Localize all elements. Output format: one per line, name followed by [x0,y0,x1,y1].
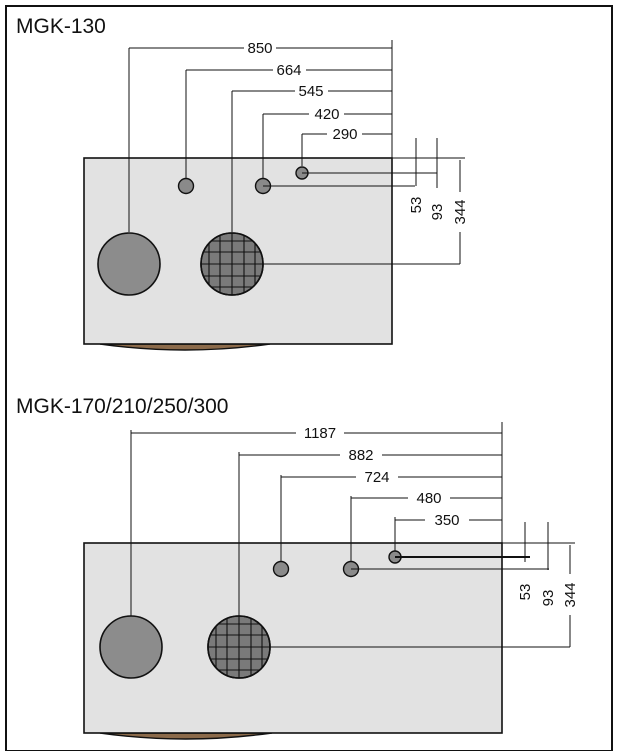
dim-850: 850 [247,40,272,57]
small-port [272,560,290,578]
diagram-mgk-170-300: MGK-170/210/250/300 1187 882 724 480 [16,395,579,740]
vertical-dimensions: 53 93 344 [270,522,579,648]
dim-480: 480 [416,490,441,507]
dim-344: 344 [452,199,469,224]
large-port [97,232,161,296]
dim-93: 93 [429,204,446,221]
dim-93: 93 [540,590,557,607]
horizontal-dimensions: 1187 882 724 480 350 [130,425,502,616]
grille-port [207,615,271,679]
dim-1187: 1187 [304,425,336,442]
small-port [177,177,195,195]
unit-base [99,732,273,740]
dim-53: 53 [408,197,425,214]
sheet-border [5,5,613,751]
diagram-mgk-130: MGK-130 850 664 545 420 [16,15,469,351]
grille-port [200,232,264,296]
diagram-title: MGK-130 [16,15,106,38]
diagram-title: MGK-170/210/250/300 [16,395,228,418]
dim-545: 545 [298,83,323,100]
large-port [99,615,163,679]
unit-base [99,343,271,351]
dim-350: 350 [434,512,459,529]
dim-53: 53 [517,584,534,601]
vertical-dimensions: 53 93 344 [263,138,469,265]
dim-420: 420 [314,106,339,123]
dim-344: 344 [562,582,579,607]
dim-724: 724 [364,469,389,486]
horizontal-dimensions: 850 664 545 420 290 [128,40,392,232]
dim-290: 290 [332,126,357,143]
dim-664: 664 [276,62,301,79]
dim-882: 882 [348,447,373,464]
